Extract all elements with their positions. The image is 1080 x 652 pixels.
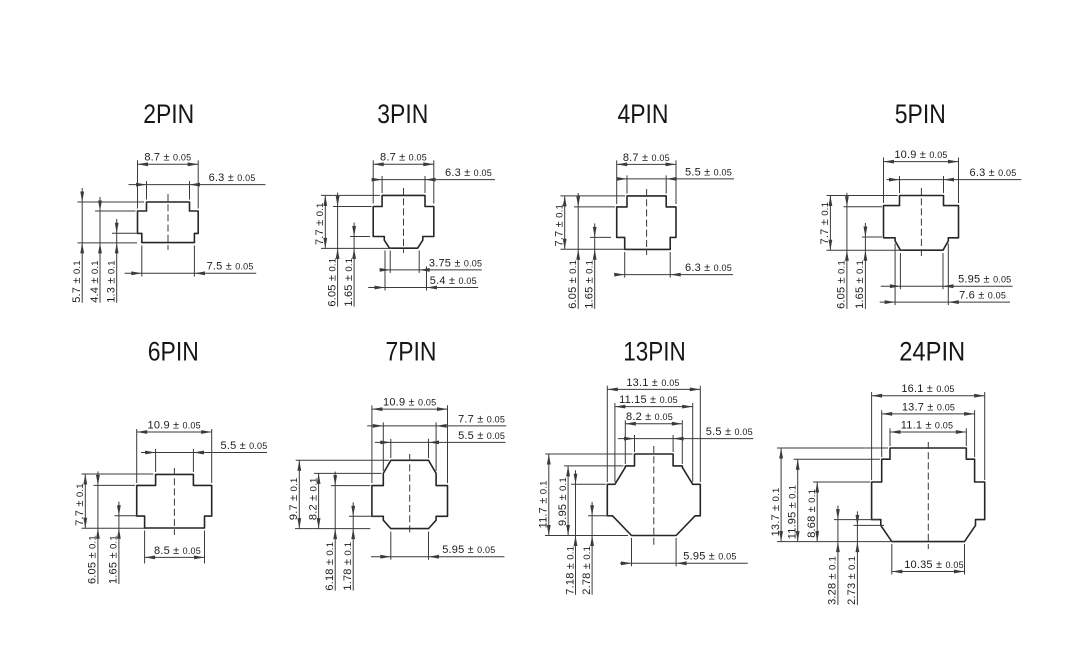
- svg-text:8.2 ± 0.1: 8.2 ± 0.1: [307, 478, 319, 521]
- svg-text:5.5 ± 0.05: 5.5 ± 0.05: [706, 426, 753, 438]
- svg-text:2.73 ± 0.1: 2.73 ± 0.1: [846, 556, 858, 605]
- svg-text:8.7 ± 0.05: 8.7 ± 0.05: [144, 152, 191, 164]
- svg-text:1.3 ± 0.1: 1.3 ± 0.1: [106, 260, 118, 303]
- svg-text:6.3 ± 0.05: 6.3 ± 0.05: [970, 167, 1017, 179]
- svg-text:4PIN: 4PIN: [618, 99, 669, 129]
- svg-text:1.65 ± 0.1: 1.65 ± 0.1: [584, 260, 596, 309]
- svg-text:3.75 ± 0.05: 3.75 ± 0.05: [429, 257, 482, 269]
- svg-text:3PIN: 3PIN: [377, 99, 428, 129]
- svg-text:8.7 ± 0.05: 8.7 ± 0.05: [380, 152, 427, 164]
- svg-text:7.7 ± 0.1: 7.7 ± 0.1: [819, 202, 831, 245]
- svg-text:10.9 ± 0.05: 10.9 ± 0.05: [148, 419, 201, 431]
- svg-text:10.9 ± 0.05: 10.9 ± 0.05: [383, 397, 436, 409]
- svg-text:6.3 ± 0.05: 6.3 ± 0.05: [209, 172, 256, 184]
- svg-text:5.95 ± 0.05: 5.95 ± 0.05: [442, 544, 495, 556]
- svg-text:11.95 ± 0.1: 11.95 ± 0.1: [787, 485, 799, 539]
- svg-text:7.18 ± 0.1: 7.18 ± 0.1: [564, 546, 576, 595]
- svg-text:1.78 ± 0.1: 1.78 ± 0.1: [342, 542, 354, 591]
- svg-text:13.1 ± 0.05: 13.1 ± 0.05: [626, 377, 679, 389]
- svg-text:7.7 ± 0.1: 7.7 ± 0.1: [74, 483, 86, 526]
- svg-text:3.28 ± 0.1: 3.28 ± 0.1: [827, 556, 839, 605]
- svg-text:2PIN: 2PIN: [143, 99, 194, 129]
- svg-text:7.7 ± 0.1: 7.7 ± 0.1: [554, 204, 566, 247]
- svg-text:7PIN: 7PIN: [386, 337, 437, 367]
- svg-text:8.2 ± 0.05: 8.2 ± 0.05: [626, 411, 673, 423]
- svg-text:13.7 ± 0.1: 13.7 ± 0.1: [770, 487, 782, 536]
- svg-text:7.7 ± 0.1: 7.7 ± 0.1: [314, 202, 326, 245]
- svg-text:6.05 ± 0.1: 6.05 ± 0.1: [836, 260, 848, 309]
- svg-text:11.7 ± 0.1: 11.7 ± 0.1: [538, 480, 550, 528]
- svg-text:8.7 ± 0.05: 8.7 ± 0.05: [623, 152, 670, 164]
- svg-text:5.5 ± 0.05: 5.5 ± 0.05: [685, 166, 732, 178]
- svg-text:11.15 ± 0.05: 11.15 ± 0.05: [619, 394, 678, 406]
- svg-text:7.7 ± 0.05: 7.7 ± 0.05: [458, 413, 505, 425]
- svg-text:6.05 ± 0.1: 6.05 ± 0.1: [87, 535, 99, 584]
- svg-text:5.5 ± 0.05: 5.5 ± 0.05: [458, 430, 505, 442]
- svg-text:10.35 ± 0.05: 10.35 ± 0.05: [904, 559, 964, 571]
- svg-text:8.5 ± 0.05: 8.5 ± 0.05: [154, 545, 201, 557]
- svg-text:11.1 ± 0.05: 11.1 ± 0.05: [901, 419, 953, 431]
- svg-text:1.65 ± 0.1: 1.65 ± 0.1: [343, 258, 355, 307]
- svg-text:2.78 ± 0.1: 2.78 ± 0.1: [581, 546, 593, 595]
- svg-text:5.95 ± 0.05: 5.95 ± 0.05: [958, 274, 1011, 286]
- svg-text:1.65 ± 0.1: 1.65 ± 0.1: [854, 260, 866, 309]
- svg-text:6PIN: 6PIN: [148, 337, 199, 367]
- svg-text:8.68 ± 0.1: 8.68 ± 0.1: [806, 489, 818, 538]
- svg-text:4.4 ± 0.1: 4.4 ± 0.1: [89, 260, 101, 303]
- svg-text:6.3 ± 0.05: 6.3 ± 0.05: [445, 167, 492, 179]
- svg-text:5.7 ± 0.1: 5.7 ± 0.1: [71, 260, 83, 303]
- svg-text:10.9 ± 0.05: 10.9 ± 0.05: [894, 149, 947, 161]
- svg-text:1.65 ± 0.1: 1.65 ± 0.1: [108, 535, 120, 584]
- svg-text:5.5 ± 0.05: 5.5 ± 0.05: [221, 440, 268, 452]
- svg-text:6.05 ± 0.1: 6.05 ± 0.1: [567, 260, 579, 309]
- svg-text:13PIN: 13PIN: [623, 337, 686, 367]
- svg-text:13.7 ± 0.05: 13.7 ± 0.05: [902, 401, 955, 413]
- svg-text:9.95 ± 0.1: 9.95 ± 0.1: [557, 477, 569, 526]
- svg-text:16.1 ± 0.05: 16.1 ± 0.05: [901, 383, 954, 395]
- svg-text:5.4 ± 0.05: 5.4 ± 0.05: [430, 275, 477, 287]
- svg-text:5.95 ± 0.05: 5.95 ± 0.05: [683, 551, 736, 563]
- svg-text:5PIN: 5PIN: [895, 99, 946, 129]
- svg-text:7.6 ± 0.05: 7.6 ± 0.05: [959, 290, 1006, 302]
- svg-text:9.7 ± 0.1: 9.7 ± 0.1: [288, 478, 300, 521]
- svg-text:6.05 ± 0.1: 6.05 ± 0.1: [326, 258, 338, 307]
- svg-text:6.18 ± 0.1: 6.18 ± 0.1: [324, 542, 336, 591]
- svg-text:24PIN: 24PIN: [899, 337, 965, 367]
- svg-text:6.3 ± 0.05: 6.3 ± 0.05: [685, 262, 732, 274]
- svg-text:7.5 ± 0.05: 7.5 ± 0.05: [207, 261, 254, 273]
